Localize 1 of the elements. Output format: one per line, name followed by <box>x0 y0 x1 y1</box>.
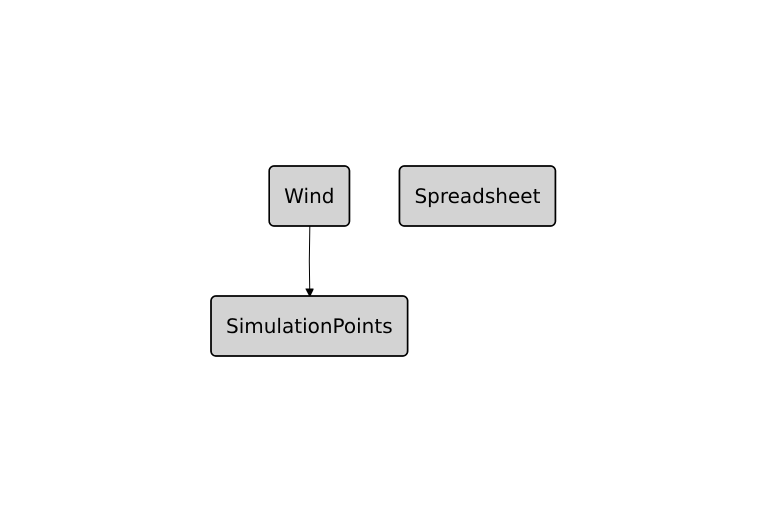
arrow <box>305 226 314 296</box>
